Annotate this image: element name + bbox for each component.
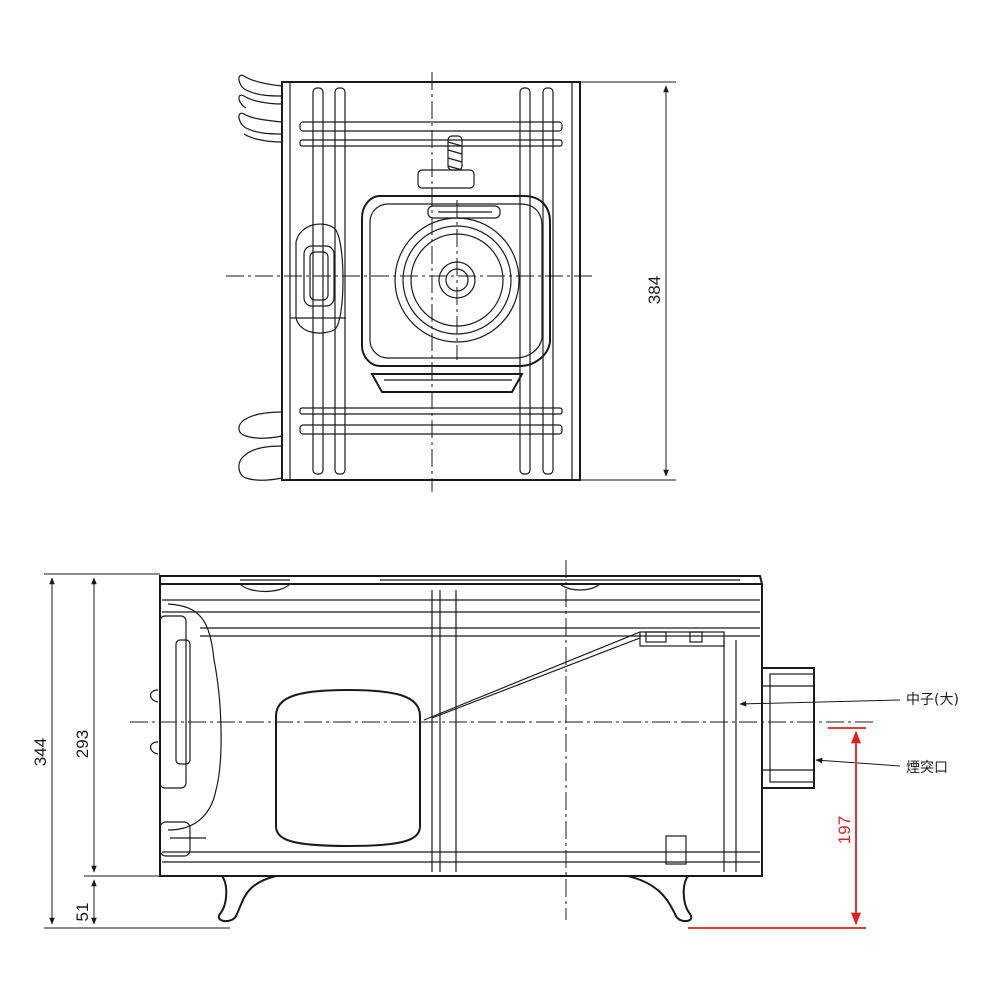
dimension-344: 344 <box>31 738 50 766</box>
dimension-51: 51 <box>73 903 92 922</box>
side-view-inner-chamber <box>275 631 725 848</box>
label-middle-part: 中子(大) <box>906 692 959 708</box>
top-view-hotplate <box>361 135 551 393</box>
dimension-384: 384 <box>645 276 664 304</box>
side-view-legs <box>217 875 693 922</box>
top-view-rails <box>299 87 563 475</box>
flue-height-dimension: 197 <box>688 727 866 929</box>
side-view-flue-outlet <box>761 667 815 789</box>
dimension-197: 197 <box>835 816 854 844</box>
dimension-293: 293 <box>73 730 92 758</box>
side-view-front-door <box>149 603 222 857</box>
top-view-body <box>281 81 581 481</box>
top-view-side-vent <box>290 223 346 334</box>
top-view-hinges <box>238 74 283 481</box>
top-view: 384 <box>226 72 676 492</box>
label-flue-outlet: 煙突口 <box>906 760 948 776</box>
side-view: 中子(大) 煙突口 344 293 51 197 <box>31 560 959 929</box>
